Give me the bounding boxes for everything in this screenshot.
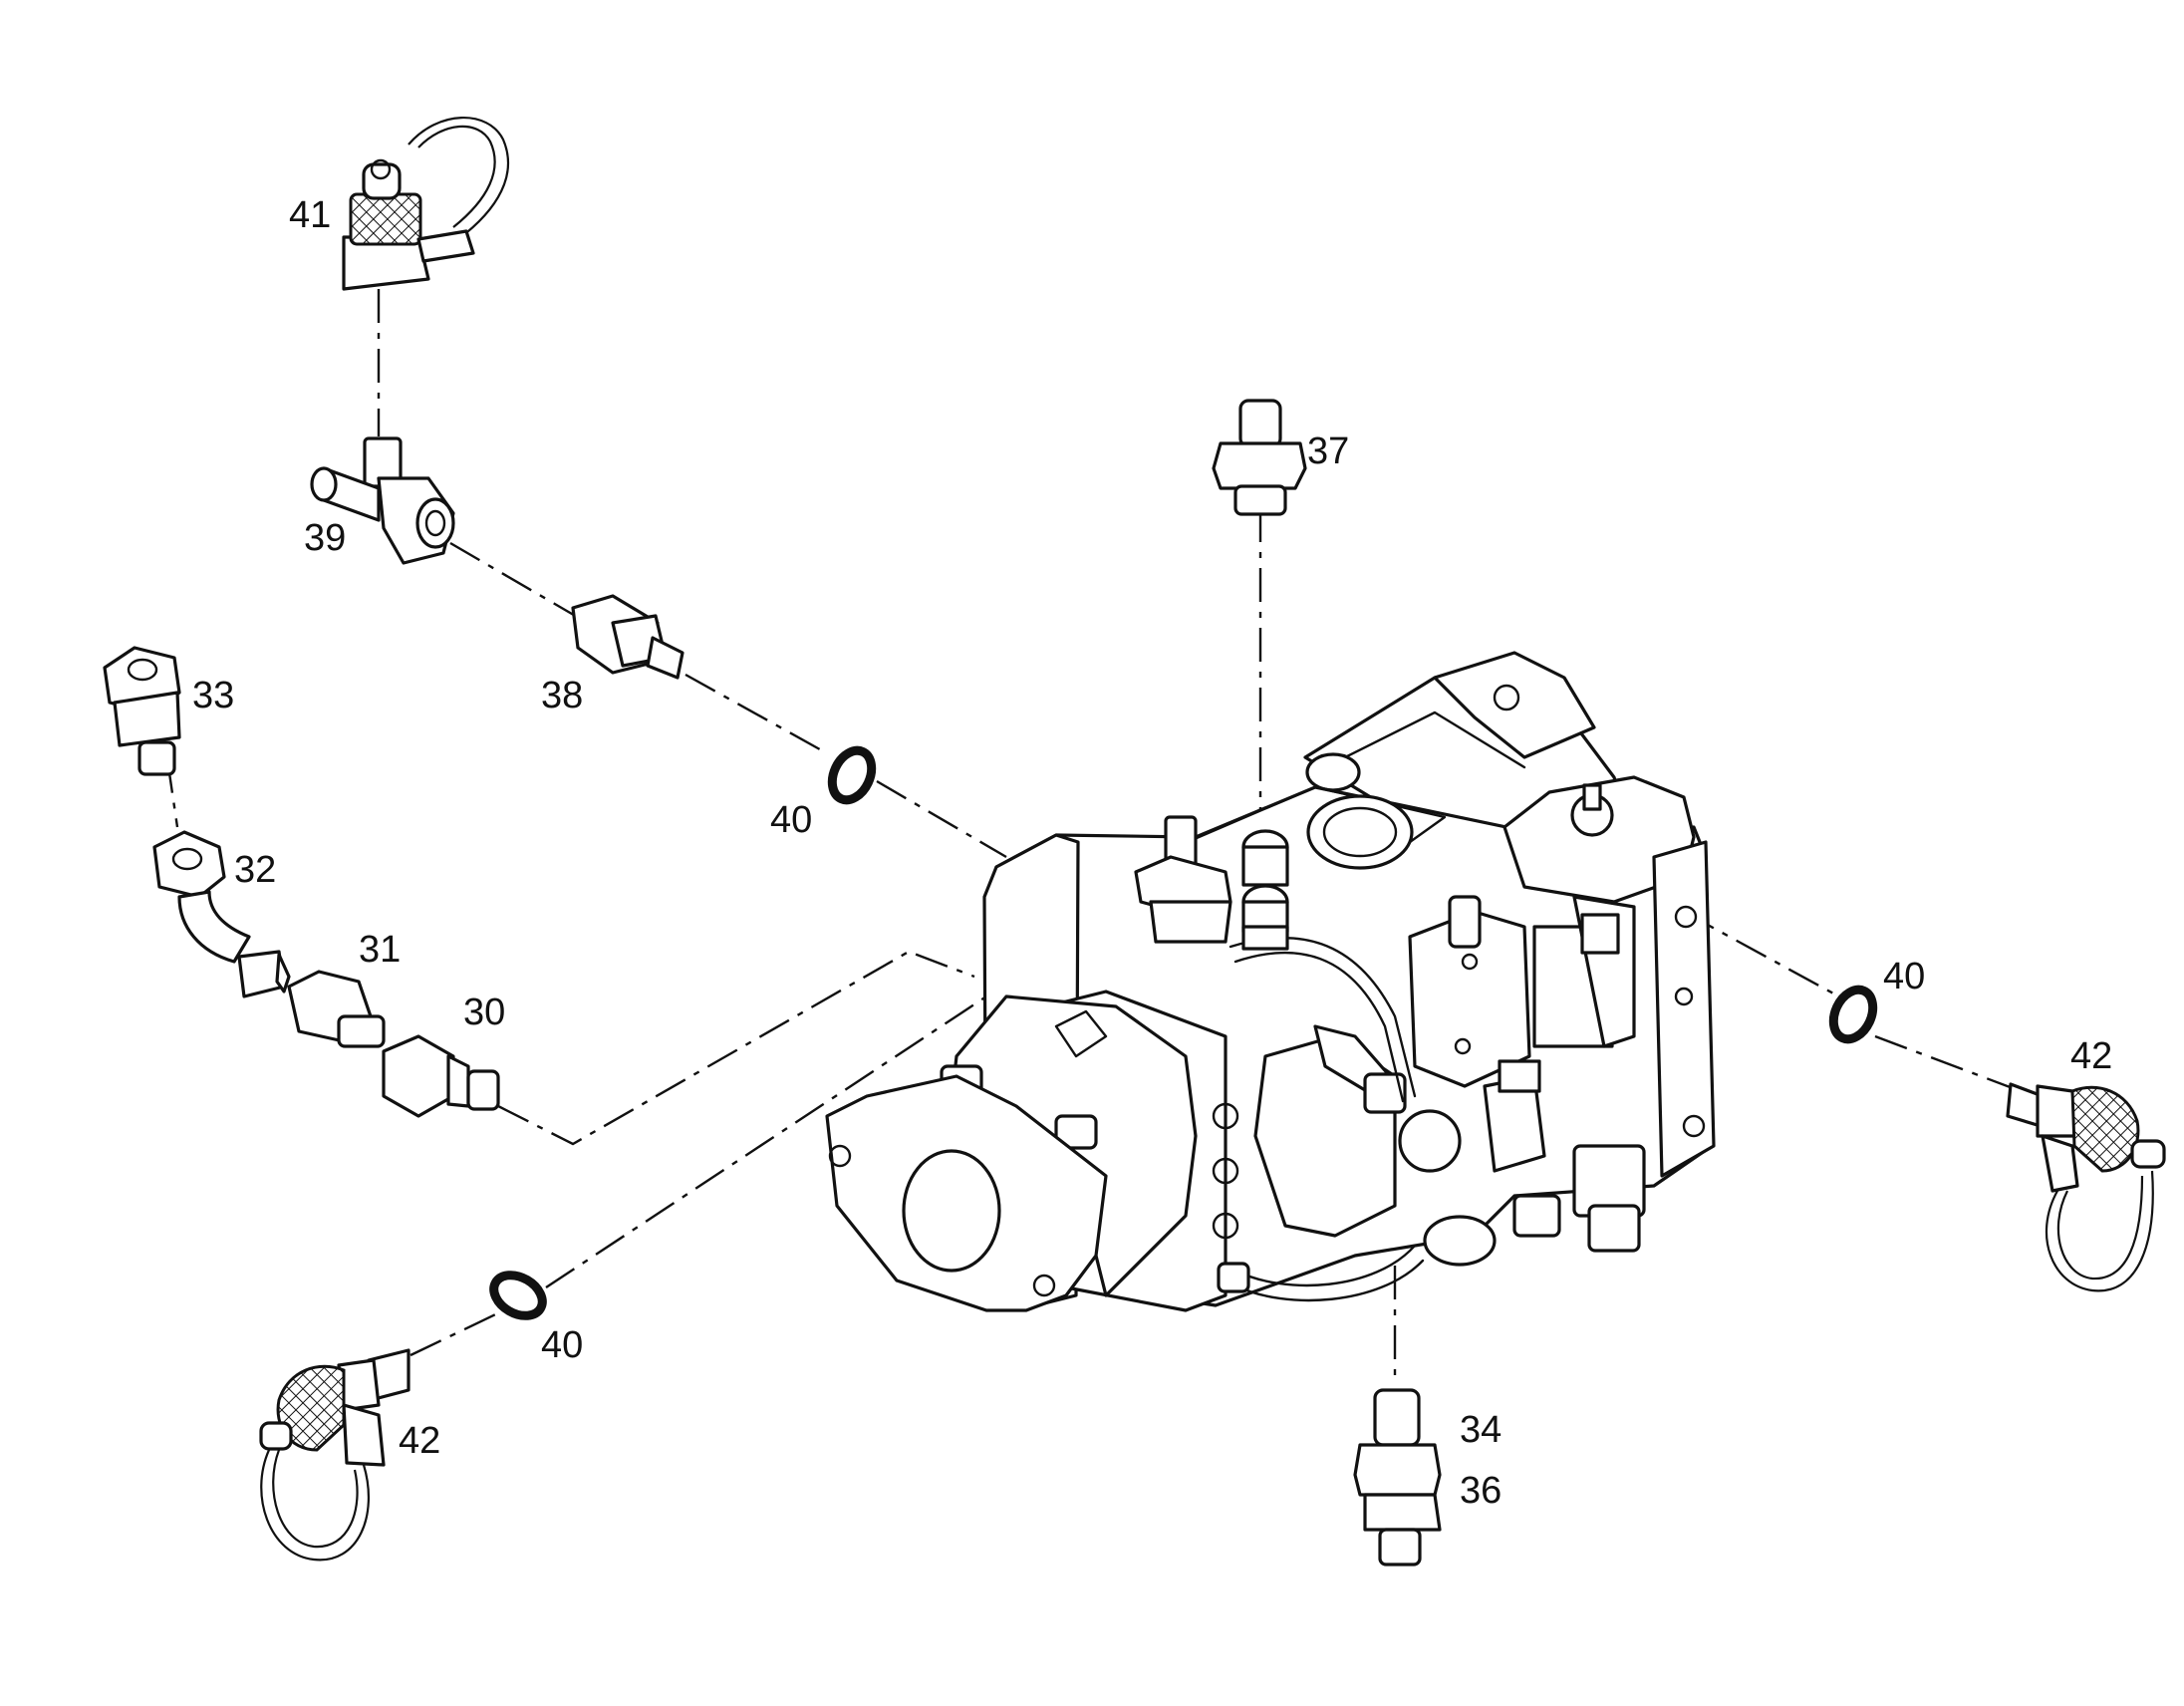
callout-31: 31	[359, 929, 401, 971]
callout-40-upper: 40	[770, 799, 812, 841]
part-31-nut	[287, 970, 386, 1048]
callout-34: 34	[1460, 1409, 1502, 1451]
callout-37: 37	[1307, 430, 1349, 472]
part-37-fitting	[1212, 399, 1307, 516]
callout-38: 38	[541, 675, 583, 716]
part-39-tee-fitting	[310, 436, 455, 565]
callout-42-left: 42	[399, 1420, 440, 1462]
part-42-coupler-right	[2006, 1082, 2166, 1292]
callout-labels: 41 39 33 38 37 40 32 31 30 40 42 40 42 3…	[192, 194, 2112, 1512]
callout-33: 33	[192, 675, 234, 716]
part-30-bulkhead	[382, 1034, 500, 1118]
callout-40-right: 40	[1883, 956, 1925, 997]
part-40-o-rings	[489, 745, 1878, 1320]
part-34-36-fitting	[1353, 1388, 1442, 1566]
callout-30: 30	[463, 992, 505, 1033]
callout-41: 41	[289, 194, 331, 236]
callout-42-right: 42	[2070, 1035, 2112, 1077]
part-38-adapter	[571, 594, 684, 680]
part-33-nut	[103, 646, 181, 776]
callout-36: 36	[1460, 1470, 1502, 1512]
callout-32: 32	[234, 849, 276, 891]
part-41-dust-cap	[342, 117, 510, 291]
part-42-coupler-left	[259, 1348, 410, 1562]
part-32-elbow	[152, 830, 291, 998]
pump-assembly	[825, 651, 1716, 1312]
callout-40-lower: 40	[541, 1324, 583, 1366]
callout-39: 39	[304, 517, 346, 559]
